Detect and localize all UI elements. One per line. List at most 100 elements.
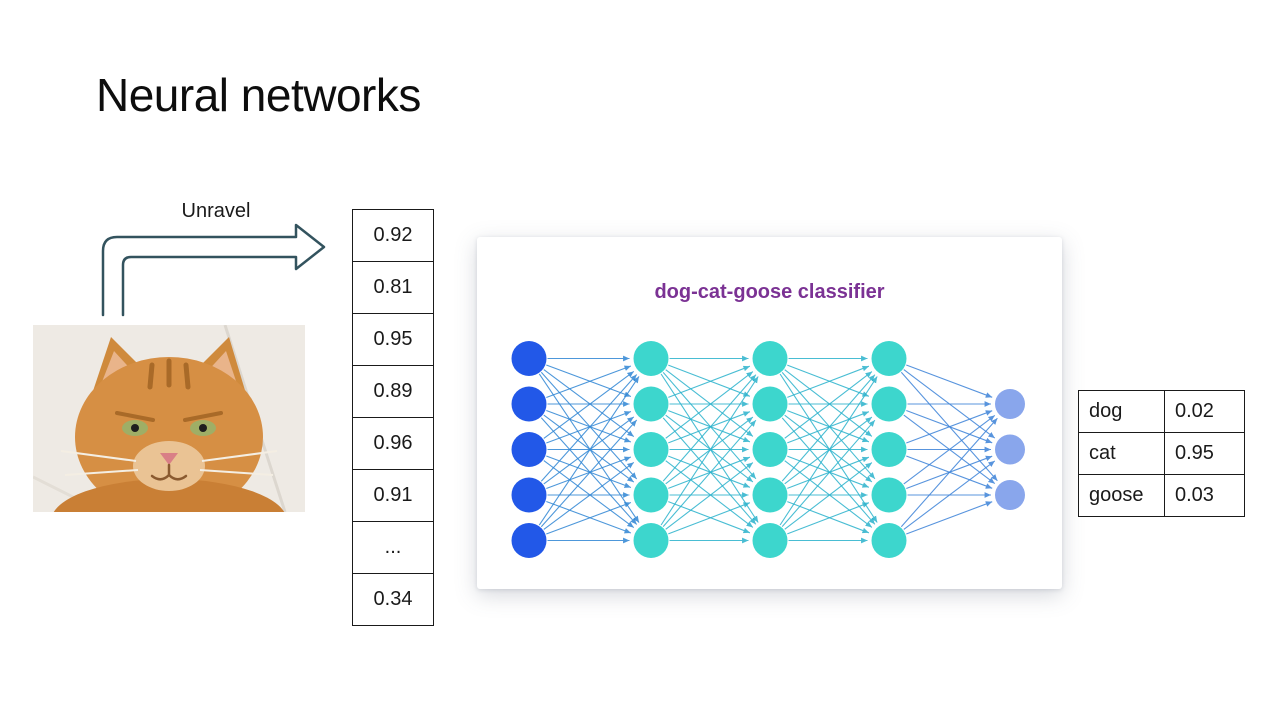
- classifier-title: dog-cat-goose classifier: [654, 281, 885, 303]
- network-node-layer-4: [995, 480, 1025, 510]
- network-node-layer-4: [995, 434, 1025, 465]
- vector-cell: 0.34: [352, 573, 434, 626]
- network-node-layer-3: [871, 386, 907, 422]
- network-link: [787, 502, 870, 535]
- network-node-layer-1: [633, 432, 669, 467]
- network-link: [668, 365, 751, 398]
- network-link: [668, 364, 751, 397]
- network-link: [906, 501, 993, 535]
- network-link: [660, 376, 759, 526]
- network-link: [906, 410, 993, 444]
- network-link: [543, 461, 635, 530]
- network-link: [546, 365, 632, 399]
- network-link: [543, 370, 635, 439]
- bent-arrow-icon: [101, 223, 326, 317]
- network-link: [546, 455, 632, 489]
- vector-cell: 0.91: [352, 469, 434, 522]
- output-class-value: 0.02: [1164, 390, 1245, 433]
- network-node-layer-0: [511, 341, 547, 376]
- network-link: [781, 374, 876, 482]
- output-class-label: goose: [1078, 474, 1165, 517]
- network-link: [540, 374, 638, 482]
- network-link: [784, 414, 873, 483]
- network-link: [787, 501, 870, 534]
- vector-cell: 0.92: [352, 209, 434, 262]
- network-link: [787, 365, 870, 398]
- network-node-layer-1: [633, 386, 669, 422]
- vector-cell: ...: [352, 521, 434, 574]
- network-node-layer-2: [752, 523, 788, 558]
- network-link: [546, 409, 632, 443]
- network-link: [784, 371, 873, 439]
- unravel-label: Unravel: [181, 200, 251, 222]
- page-title: Neural networks: [96, 69, 421, 121]
- network-link: [665, 414, 754, 483]
- network-link: [900, 417, 998, 528]
- network-link: [668, 502, 751, 535]
- network-link: [668, 456, 751, 489]
- network-link: [538, 376, 640, 526]
- network-node-layer-0: [511, 477, 547, 513]
- network-link: [784, 369, 873, 437]
- network-link: [665, 371, 754, 439]
- network-link: [668, 501, 751, 534]
- network-link: [546, 364, 632, 398]
- network-link: [903, 460, 996, 530]
- network-link: [540, 419, 638, 528]
- output-class-value: 0.95: [1164, 432, 1245, 475]
- network-link: [787, 455, 870, 488]
- network-link: [787, 410, 870, 443]
- vector-cell: 0.95: [352, 313, 434, 366]
- network-node-layer-1: [633, 523, 669, 558]
- output-class-label: cat: [1078, 432, 1165, 475]
- network-node-layer-0: [511, 523, 547, 558]
- vector-cell: 0.81: [352, 261, 434, 314]
- vector-cell: 0.89: [352, 365, 434, 418]
- network-node-layer-1: [633, 477, 669, 513]
- network-link: [668, 455, 751, 488]
- network-link: [787, 364, 870, 397]
- network-link: [543, 414, 635, 483]
- cat-photo: [32, 324, 305, 563]
- network-link: [784, 462, 873, 530]
- network-node-layer-2: [752, 477, 788, 513]
- network-node-layer-1: [633, 341, 669, 376]
- network-link: [546, 410, 632, 444]
- network-link: [665, 460, 754, 528]
- network-link: [546, 456, 632, 490]
- network-node-layer-0: [511, 432, 547, 467]
- network-node-layer-2: [752, 386, 788, 422]
- network-link: [906, 364, 993, 398]
- network-link: [668, 411, 751, 444]
- network-node-layer-3: [871, 523, 907, 558]
- network-link: [779, 376, 878, 526]
- network-node-layer-2: [752, 341, 788, 376]
- network-svg: [511, 341, 1025, 558]
- network-link: [665, 462, 754, 530]
- network-link: [787, 411, 870, 444]
- network-link: [546, 500, 632, 534]
- network-node-layer-0: [511, 386, 547, 422]
- network-link: [546, 501, 632, 535]
- network-link: [784, 460, 873, 528]
- network-node-layer-3: [871, 341, 907, 376]
- network-link: [668, 410, 751, 443]
- network-link: [543, 369, 635, 438]
- network-link: [662, 419, 757, 527]
- network-node-layer-3: [871, 432, 907, 467]
- network-node-layer-2: [752, 432, 788, 467]
- network-link: [903, 414, 996, 485]
- network-node-layer-4: [995, 389, 1025, 419]
- unravel-arrow: [100, 222, 330, 323]
- network-link: [665, 369, 754, 437]
- classifier-card: dog-cat-goose classifier: [477, 237, 1062, 589]
- network-link: [787, 456, 870, 489]
- network-link: [543, 460, 635, 529]
- network-link: [662, 374, 757, 482]
